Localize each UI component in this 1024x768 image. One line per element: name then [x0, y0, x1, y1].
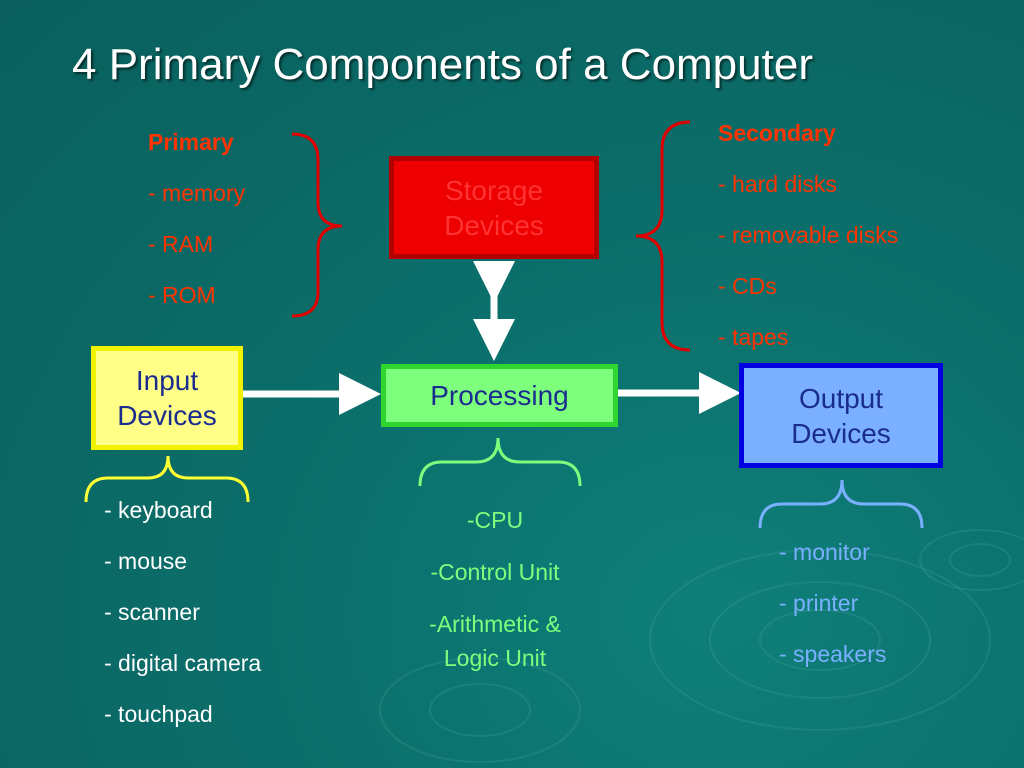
processing-box: Processing: [381, 364, 618, 427]
secondary-storage-list: Secondary - hard disks - removable disks…: [718, 118, 898, 373]
input-brace: [84, 455, 250, 503]
processing-list: -CPU -Control Unit -Arithmetic & Logic U…: [405, 503, 585, 693]
slide-title: 4 Primary Components of a Computer: [72, 40, 813, 89]
input-devices-label: Input Devices: [117, 365, 217, 431]
output-devices-list: - monitor - printer - speakers: [779, 537, 886, 690]
list-item: - keyboard: [104, 497, 213, 523]
secondary-heading: Secondary: [718, 120, 836, 146]
output-devices-label: Output Devices: [791, 382, 891, 449]
primary-brace: [291, 132, 343, 318]
list-item: - RAM: [148, 231, 214, 257]
list-item: - tapes: [718, 324, 789, 350]
list-item: -CPU: [466, 507, 524, 533]
list-item: - mouse: [104, 548, 188, 574]
list-item: - memory: [148, 180, 246, 206]
output-brace: [758, 479, 924, 529]
output-devices-box: Output Devices: [739, 363, 943, 468]
secondary-brace: [635, 120, 691, 352]
list-item: - removable disks: [718, 222, 899, 248]
list-item: - printer: [779, 590, 859, 616]
storage-devices-label: Storage Devices: [444, 174, 544, 241]
list-item: - monitor: [779, 539, 870, 565]
storage-devices-box: Storage Devices: [389, 156, 599, 259]
processing-brace: [418, 437, 582, 487]
list-item: -Control Unit: [430, 559, 560, 585]
list-item: - speakers: [779, 641, 887, 667]
list-item: - CDs: [718, 273, 777, 299]
processing-label: Processing: [430, 380, 569, 411]
list-item: - touchpad: [104, 701, 213, 727]
input-devices-list: - keyboard - mouse - scanner - digital c…: [104, 495, 261, 750]
list-item: - digital camera: [104, 650, 262, 676]
list-item: - ROM: [148, 282, 216, 308]
primary-heading: Primary: [148, 129, 234, 155]
list-item: - hard disks: [718, 171, 837, 197]
list-item: -Arithmetic & Logic Unit: [429, 611, 561, 671]
list-item: - scanner: [104, 599, 200, 625]
input-devices-box: Input Devices: [91, 346, 243, 450]
primary-storage-list: Primary - memory - RAM - ROM: [148, 127, 245, 331]
